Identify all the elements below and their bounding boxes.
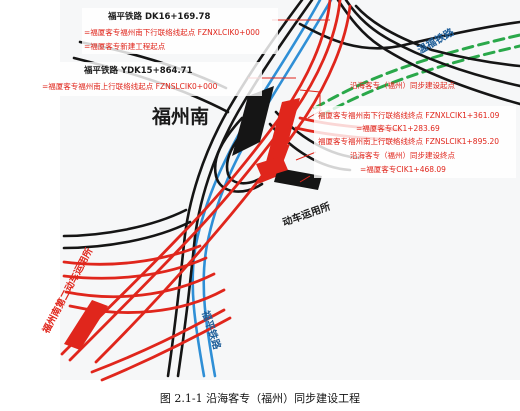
ck1-283-label: =福厦客专CK1+283.69	[356, 123, 440, 133]
coastal-start-label: 沿海客专（福州）同步建设起点	[350, 80, 455, 90]
coastal-end-label: 沿海客专（福州）同步建设终点	[350, 150, 455, 160]
fuping-dk-title: 福平铁路 DK16+169.78	[107, 11, 210, 22]
label-box-right	[314, 106, 516, 178]
fuping-ydk-line1: =福厦客专福州南上行联络线起点 FZNSLCIK0+000	[42, 81, 218, 91]
figure-caption: 图 2.1-1 沿海客专（福州）同步建设工程	[160, 391, 360, 405]
emu-depot-black-block	[274, 168, 322, 190]
map-panel	[60, 0, 520, 380]
fuping-dk-line1: =福厦客专福州南下行联络线起点 FZNXLCIK0+000	[84, 27, 260, 37]
black-platform	[232, 86, 274, 156]
xia-down-end-label: 福厦客专福州南下行联络线终点 FZNXLCIK1+361.09	[318, 110, 500, 120]
red-platform-1	[266, 98, 300, 162]
emu-depot-red-yard	[256, 156, 288, 178]
label-box-ydk	[40, 62, 262, 96]
xia-up-end-label: 福厦客专福州南上行联络线终点 FZNSLCIK1+895.20	[318, 136, 499, 146]
fuping-ydk-title: 福平铁路 YDK15+864.71	[83, 65, 193, 76]
red-platform-3	[64, 300, 108, 350]
station-label: 福州南	[151, 105, 209, 128]
fuping-dk-line2: =福厦客专新建工程起点	[84, 41, 166, 51]
label-box-dk	[82, 8, 278, 54]
cik1-468-label: =福厦客专CIK1+468.09	[360, 164, 446, 174]
